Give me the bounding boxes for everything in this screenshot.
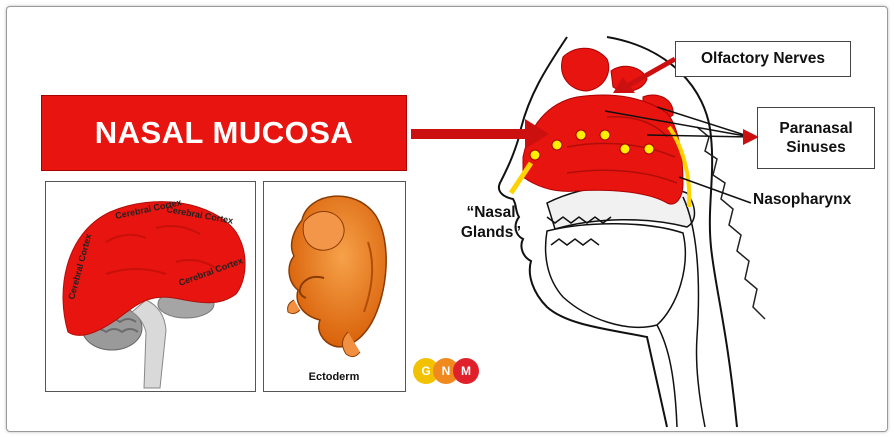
- figure-frame: NASAL MUCOSA Cerebral Cortex Cerebral Co…: [6, 6, 888, 432]
- gland-dot: [600, 130, 610, 140]
- nasal-cavity-mucosa: [523, 95, 683, 204]
- tongue: [546, 224, 686, 328]
- brainstem: [132, 300, 166, 388]
- olfactory-region: [562, 48, 609, 91]
- ectoderm-label: Ectoderm: [309, 371, 360, 383]
- nasopharynx-strip: [669, 127, 689, 207]
- gland-dot: [576, 130, 586, 140]
- gland-dot: [530, 150, 540, 160]
- title-text: NASAL MUCOSA: [95, 115, 354, 151]
- gnm-logo-m: M: [453, 358, 479, 384]
- nasopharynx-pointer: [679, 177, 751, 203]
- olfactory-nerves-label: Olfactory Nerves: [675, 41, 851, 77]
- olfactory-arrow: [629, 59, 675, 85]
- brain-illustration: Cerebral Cortex Cerebral Cortex Cerebral…: [46, 182, 255, 391]
- paranasal-sinuses-label: Paranasal Sinuses: [757, 107, 875, 169]
- embryo-panel: Ectoderm: [263, 181, 406, 392]
- gland-dot: [644, 144, 654, 154]
- gland-dot: [552, 140, 562, 150]
- gland-dot: [620, 144, 630, 154]
- nasal-glands-pointer: [511, 163, 531, 193]
- embryo-illustration: Ectoderm: [264, 182, 405, 391]
- nasopharynx-label: Nasopharynx: [753, 191, 851, 209]
- brain-panel: Cerebral Cortex Cerebral Cortex Cerebral…: [45, 181, 256, 392]
- nasal-glands-label: “Nasal Glands”: [449, 203, 533, 243]
- paranasal-pointer: [605, 111, 751, 137]
- title-banner: NASAL MUCOSA: [41, 95, 407, 171]
- palate: [547, 185, 695, 229]
